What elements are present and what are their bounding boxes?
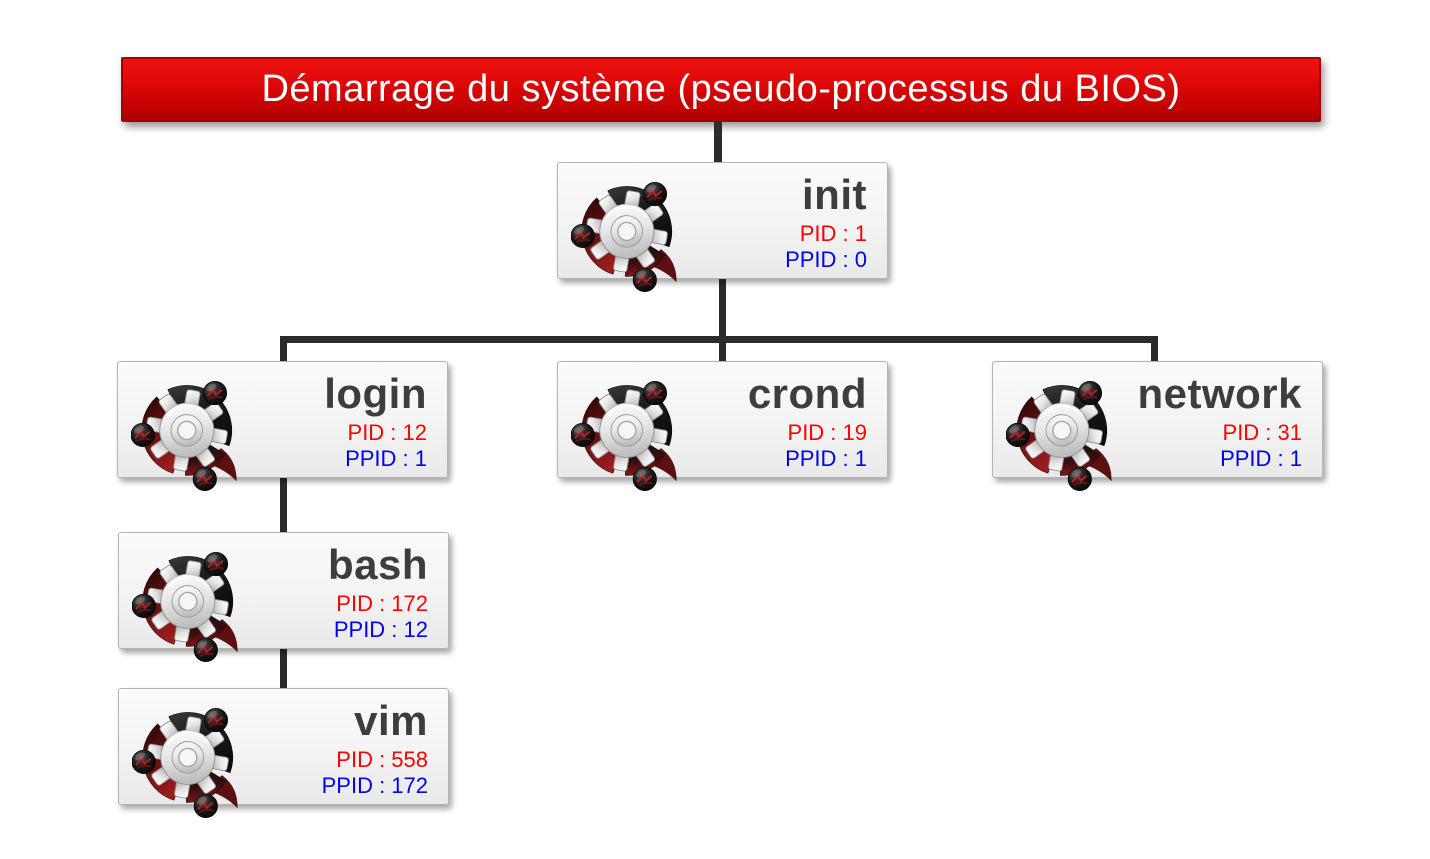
process-gear-icon: [132, 698, 258, 824]
process-gear-icon: [571, 172, 697, 298]
connector-drop-crond: [719, 336, 726, 362]
process-name: bash: [327, 541, 428, 588]
process-name: login: [324, 370, 427, 417]
connector-drop-network: [1151, 336, 1158, 362]
process-ppid: PPID : 1: [345, 446, 427, 471]
bios-banner-label: Démarrage du système (pseudo-processus d…: [261, 68, 1181, 110]
process-node-vim: vim PID : 558 PPID : 172: [118, 688, 449, 805]
connector-banner-init: [714, 121, 722, 163]
process-pid: PID : 12: [347, 420, 427, 445]
process-gear-icon: [1006, 371, 1132, 497]
process-pid: PID : 31: [1222, 420, 1302, 445]
process-node-login: login PID : 12 PPID : 1: [117, 361, 448, 478]
process-gear-icon: [571, 371, 697, 497]
process-ppid: PPID : 1: [785, 446, 867, 471]
process-gear-icon: [131, 371, 257, 497]
process-ppid: PPID : 12: [333, 617, 428, 642]
process-gear-icon: [132, 542, 258, 668]
connector-init-down: [719, 278, 726, 339]
process-pid: PID : 558: [336, 747, 428, 772]
process-name: init: [802, 171, 867, 218]
connector-drop-login: [280, 336, 287, 362]
process-ppid: PPID : 0: [785, 247, 867, 272]
process-node-crond: crond PID : 19 PPID : 1: [557, 361, 888, 478]
process-ppid: PPID : 1: [1220, 446, 1302, 471]
bios-banner: Démarrage du système (pseudo-processus d…: [121, 57, 1321, 122]
process-name: crond: [747, 370, 867, 417]
connector-bash-vim: [280, 648, 287, 689]
process-pid: PID : 1: [799, 221, 867, 246]
process-name: network: [1137, 370, 1302, 417]
process-node-bash: bash PID : 172 PPID : 12: [118, 532, 449, 649]
process-node-network: network PID : 31 PPID : 1: [992, 361, 1323, 478]
connector-login-bash: [280, 477, 287, 533]
process-pid: PID : 172: [336, 591, 428, 616]
process-name: vim: [354, 697, 428, 744]
process-pid: PID : 19: [787, 420, 867, 445]
process-node-init: init PID : 1 PPID : 0: [557, 162, 888, 279]
process-ppid: PPID : 172: [321, 773, 428, 798]
